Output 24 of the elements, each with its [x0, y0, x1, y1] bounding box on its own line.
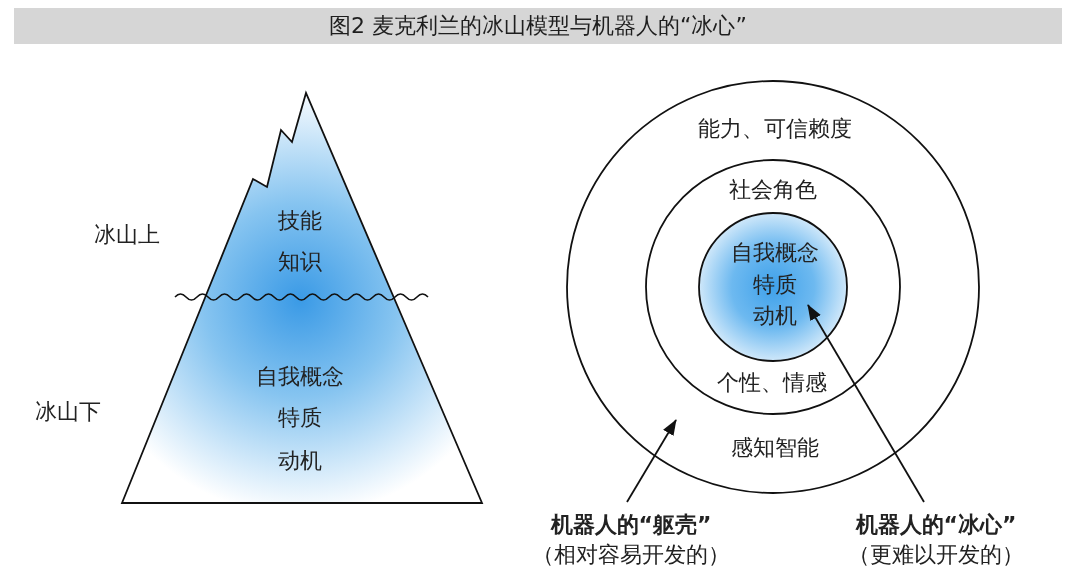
callout-text: 机器人的“冰心” （更难以开发的）: [848, 502, 1024, 570]
callout-text: 机器人的“躯壳” （相对容易开发的）: [532, 502, 730, 570]
iceberg-label: 特质: [278, 405, 322, 431]
ring-label: 个性、情感: [717, 370, 827, 396]
ring-label: 社会角色: [729, 177, 817, 203]
inner-circle: [698, 212, 848, 362]
arrow: [807, 304, 925, 503]
core-label: 动机: [753, 303, 797, 329]
middle-circle: [645, 159, 901, 415]
ring-label: 感知智能: [731, 435, 819, 461]
side-label: 冰山上: [94, 222, 160, 248]
iceberg-label: 知识: [278, 249, 322, 275]
iceberg-base: [122, 297, 482, 503]
iceberg-label: 技能: [278, 208, 322, 234]
core-label: 特质: [753, 272, 797, 298]
iceberg-tip: [205, 93, 394, 297]
side-label: 冰山下: [35, 399, 101, 425]
arrow: [626, 419, 677, 503]
title-banner: 图2 麦克利兰的冰山模型与机器人的“冰心”: [14, 8, 1062, 44]
core-label: 自我概念: [731, 240, 819, 266]
ring-label: 能力、可信赖度: [698, 116, 852, 142]
outer-circle: [566, 80, 980, 494]
iceberg-label: 自我概念: [256, 364, 344, 390]
iceberg-label: 动机: [278, 448, 322, 474]
